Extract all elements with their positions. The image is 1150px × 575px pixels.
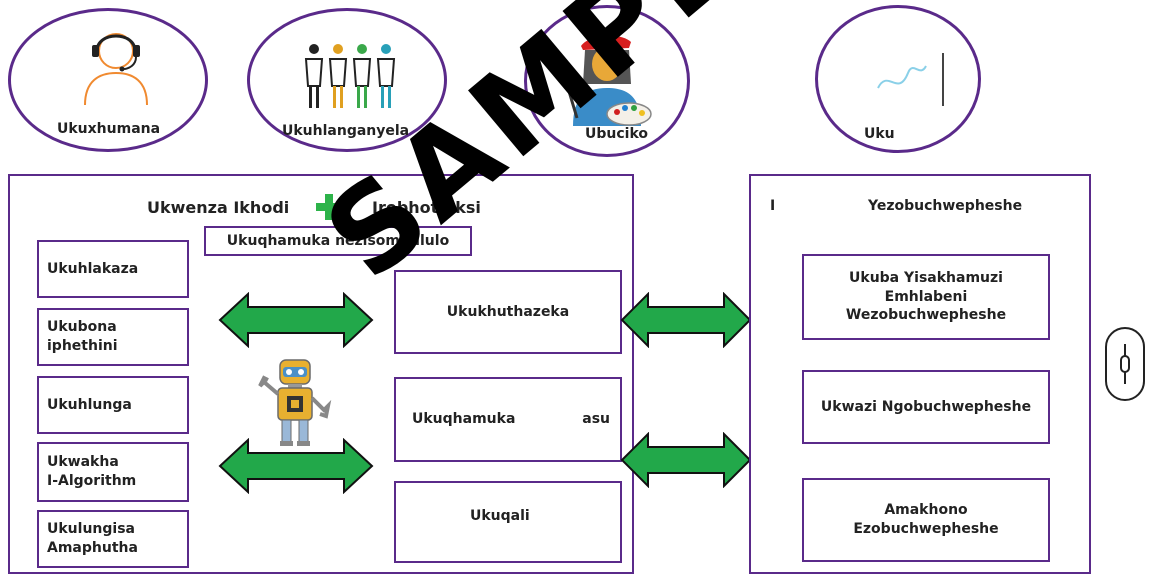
outcome-label: Ukukhuthazeka bbox=[446, 303, 570, 320]
double-arrow-icon bbox=[620, 432, 752, 488]
artist-with-palette-icon bbox=[562, 35, 652, 126]
collaboration-oval: Ukuhlanganyela bbox=[247, 8, 447, 152]
technology-label: Amakhono Ezobuchwepheshe bbox=[853, 502, 999, 537]
technology-heading: Yezobuchwepheshe bbox=[868, 198, 1023, 214]
skill-box: Ukulungisa Amaphutha bbox=[37, 510, 189, 568]
fourth-skill-oval: Uku bbox=[815, 5, 981, 153]
network-icon bbox=[877, 53, 944, 106]
technology-heading-prefix: I bbox=[770, 198, 776, 214]
creativity-oval: Ubuciko bbox=[524, 5, 690, 157]
skill-label: Ukubona iphethini bbox=[47, 319, 118, 354]
coding-heading: Ukwenza Ikhodi bbox=[147, 198, 290, 217]
group-of-people-icon bbox=[304, 44, 396, 108]
skill-label: Ukuhlakaza bbox=[47, 260, 139, 277]
problem-solving-box: Ukuqhamuka nezisombululo bbox=[204, 226, 472, 256]
skill-box: Ukwakha I-Algorithm bbox=[37, 442, 189, 502]
robot-icon bbox=[258, 359, 332, 446]
communication-label: Ukuxhumana bbox=[57, 121, 161, 137]
mouse-icon[interactable] bbox=[1104, 326, 1146, 402]
creativity-label: Ubuciko bbox=[585, 126, 649, 142]
double-arrow-icon bbox=[218, 438, 374, 494]
problem-solving-label: Ukuqhamuka nezisombululo bbox=[226, 232, 450, 249]
technology-box: Ukuba Yisakhamuzi Emhlabeni Wezobuchweph… bbox=[802, 254, 1050, 340]
skill-label: Ukulungisa Amaphutha bbox=[47, 521, 138, 556]
collaboration-label: Ukuhlanganyela bbox=[282, 123, 410, 139]
double-arrow-icon bbox=[620, 292, 752, 348]
skill-label: Ukwakha I-Algorithm bbox=[47, 454, 137, 489]
plus-icon bbox=[316, 194, 342, 220]
outcome-label: asu bbox=[582, 411, 610, 428]
fourth-skill-label: Uku bbox=[864, 126, 895, 142]
outcome-box: Ukukhuthazeka bbox=[394, 270, 622, 354]
double-arrow-icon bbox=[218, 292, 374, 348]
robotics-heading: Irobhothiksi bbox=[372, 198, 481, 217]
skill-box: Ukuhlakaza bbox=[37, 240, 189, 298]
headset-person-icon bbox=[84, 33, 148, 106]
outcome-label: Ukuqali bbox=[470, 507, 530, 524]
technology-label: Ukuba Yisakhamuzi Emhlabeni Wezobuchweph… bbox=[845, 269, 1007, 324]
outcome-box: Ukuqhamuka asu bbox=[394, 377, 622, 462]
technology-box: Amakhono Ezobuchwepheshe bbox=[802, 478, 1050, 562]
technology-label: Ukwazi Ngobuchwepheshe bbox=[820, 398, 1032, 415]
skill-box: Ukuhlunga bbox=[37, 376, 189, 434]
outcome-box: Ukuqali bbox=[394, 481, 622, 563]
skill-box: Ukubona iphethini bbox=[37, 308, 189, 366]
communication-oval: Ukuxhumana bbox=[8, 8, 208, 152]
outcome-label: Ukuqhamuka bbox=[412, 411, 516, 428]
technology-box: Ukwazi Ngobuchwepheshe bbox=[802, 370, 1050, 444]
skill-label: Ukuhlunga bbox=[47, 396, 132, 413]
